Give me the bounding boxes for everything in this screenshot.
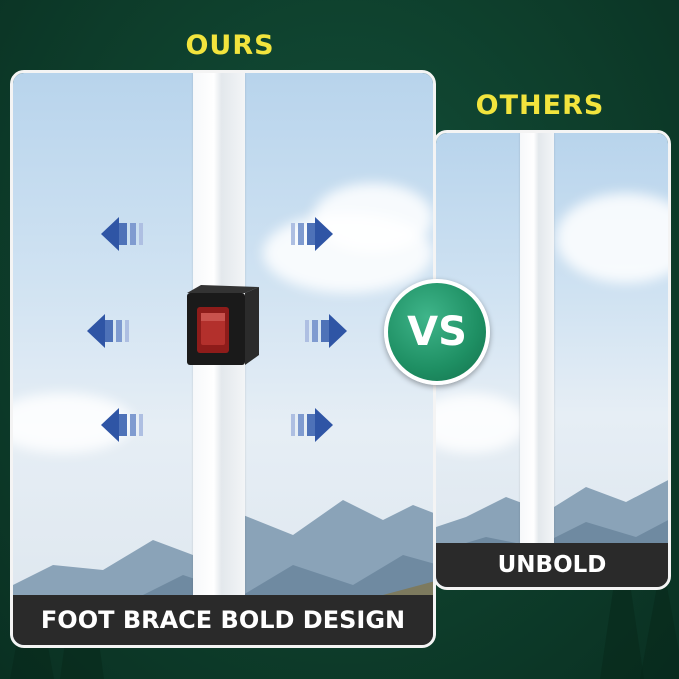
foot-brace-icon	[187, 285, 259, 365]
right-arrow-icon	[305, 314, 347, 348]
left-arrow-icon	[101, 217, 143, 251]
ours-caption: FOOT BRACE BOLD DESIGN	[13, 595, 433, 645]
right-arrow-icon	[291, 408, 333, 442]
ours-panel: FOOT BRACE BOLD DESIGN	[10, 70, 436, 648]
vs-badge: VS	[384, 279, 490, 385]
others-caption: UNBOLD	[436, 543, 668, 587]
left-arrow-icon	[87, 314, 129, 348]
left-arrow-icon	[101, 408, 143, 442]
ours-heading: OURS	[185, 30, 275, 61]
others-heading: OTHERS	[475, 90, 605, 121]
cloud	[436, 393, 526, 453]
cloud	[313, 183, 433, 253]
cloud	[556, 193, 668, 283]
post	[520, 133, 554, 545]
right-arrow-icon	[291, 217, 333, 251]
